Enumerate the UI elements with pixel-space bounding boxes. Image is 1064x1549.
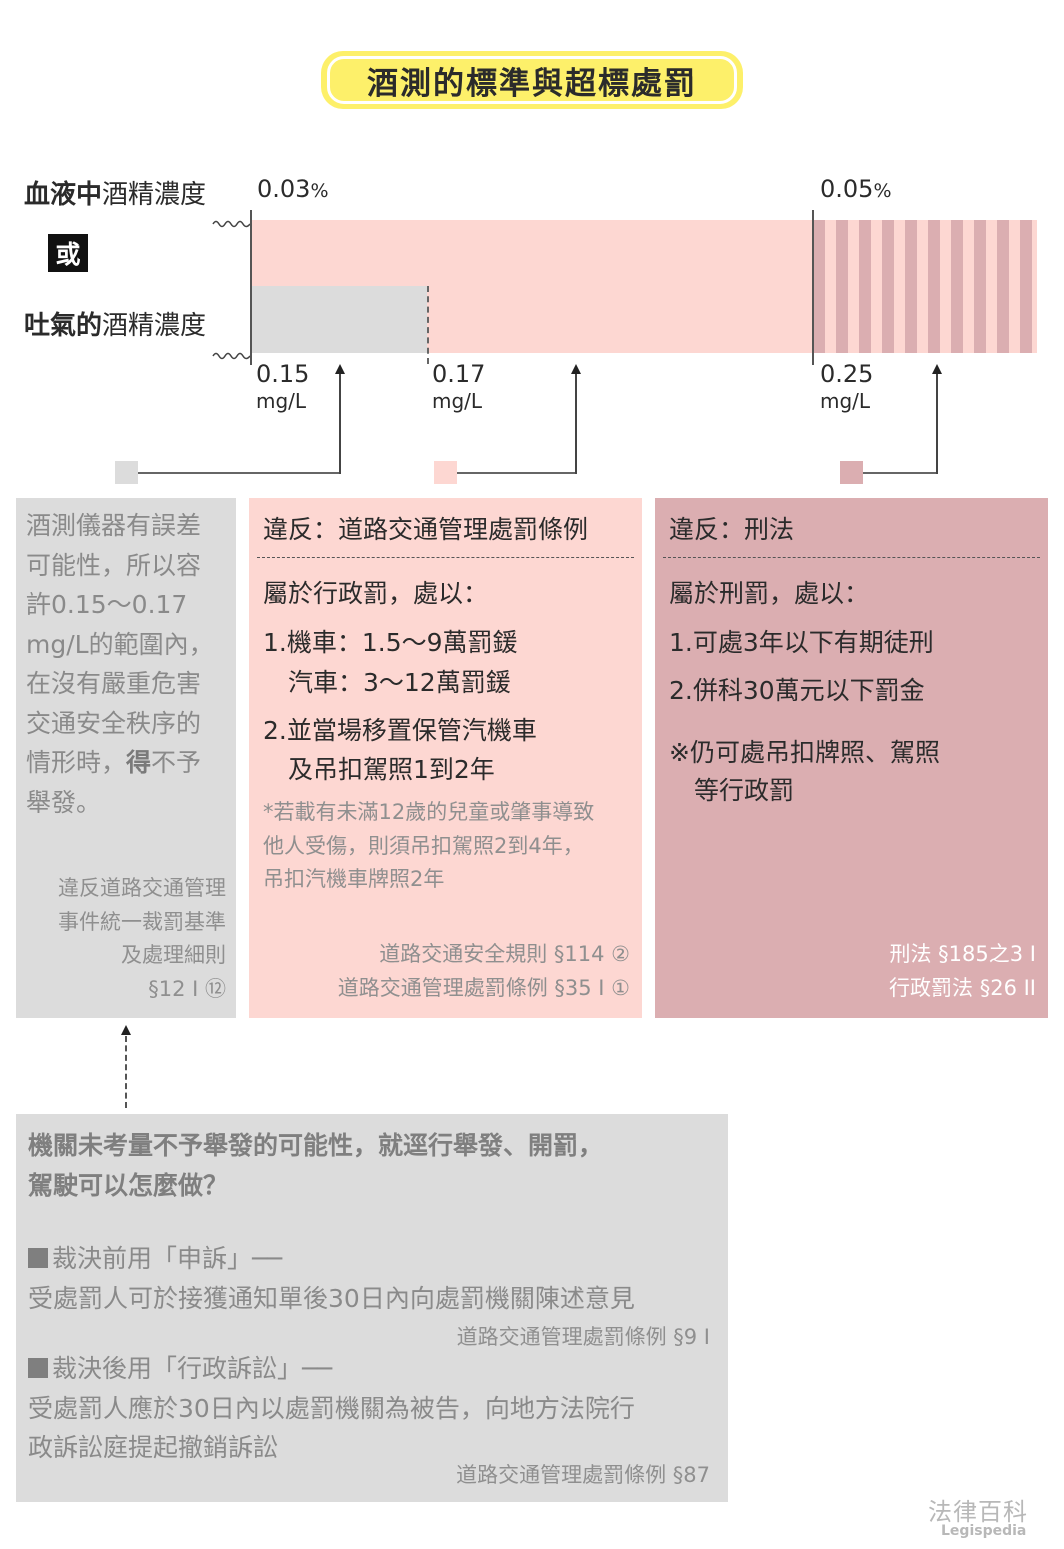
tick-0.15-mgl: 0.15 mg/L — [256, 360, 310, 413]
administrative-penalty-panel: 違反：道路交通管理處罰條例 屬於行政罰，處以： 1.機車：1.5～9萬罰鍰 汽車… — [249, 498, 642, 1018]
admin-item: 2.並當場移置保管汽機車 — [263, 716, 537, 745]
tolerance-range-bar — [251, 286, 427, 353]
arrow-up-icon — [571, 364, 581, 374]
dashed-connector — [125, 1036, 127, 1108]
logo-chinese: 法律百科 — [928, 1498, 1028, 1526]
admin-intro: 屬於行政罰，處以： — [263, 579, 489, 608]
admin-footnote: *若載有未滿12歲的兒童或肇事導致 他人受傷，則須吊扣駕照2到4年， 吊扣汽機車… — [263, 800, 595, 891]
page-title: 酒測的標準與超標處罰 — [327, 56, 737, 104]
section-complaint-reference: 道路交通管理處罰條例 §9 I — [456, 1325, 710, 1349]
tick-0.05-percent: 0.05% — [820, 175, 892, 203]
threshold-line-003 — [250, 210, 252, 365]
admin-legal-reference: 道路交通安全規則 §114 ② 道路交通管理處罰條例 §35 I ① — [337, 942, 630, 1000]
square-bullet-icon — [28, 1248, 48, 1268]
criminal-legal-reference: 刑法 §185之3 I 行政罰法 §26 II — [889, 942, 1036, 1000]
axis-break-icon — [212, 220, 251, 228]
criminal-penalty-panel: 違反：刑法 屬於刑罰，處以： 1.可處3年以下有期徒刑 2.併科30萬元以下罰金… — [655, 498, 1048, 1018]
section-complaint-body: 受處罰人可於接獲通知單後30日內向處罰機關陳述意見 — [28, 1284, 635, 1313]
section-complaint-title: 裁決前用「申訴」── — [28, 1239, 282, 1275]
legend-administrative-swatch — [434, 461, 457, 484]
legend-criminal-swatch — [840, 461, 863, 484]
section-litigation-body: 政訴訟庭提起撤銷訴訟 — [28, 1433, 279, 1462]
section-litigation-body: 受處罰人應於30日內以處罰機關為被告，向地方法院行 — [28, 1394, 635, 1423]
threshold-line-017 — [427, 286, 429, 364]
tick-0.17-mgl: 0.17 mg/L — [432, 360, 486, 413]
tolerance-description: 酒測儀器有誤差 可能性，所以容 許0.15～0.17 mg/L的範圍內， 在沒有… — [26, 511, 214, 817]
criminal-item: 1.可處3年以下有期徒刑 — [669, 628, 934, 657]
arrow-up-icon — [121, 1025, 131, 1035]
admin-panel-heading: 違反：道路交通管理處罰條例 — [263, 515, 589, 544]
tolerance-legal-reference: 違反道路交通管理 事件統一裁罰基準 及處理細則 §12 I ⑫ — [58, 876, 226, 1001]
arrow-up-icon — [932, 364, 942, 374]
connector-line — [339, 372, 341, 474]
legend-tolerance-swatch — [115, 461, 138, 484]
connector-line — [457, 472, 576, 474]
admin-item: 及吊扣駕照1到2年 — [263, 755, 495, 784]
dashed-divider — [663, 557, 1040, 558]
breath-label-rest: 酒精濃度 — [102, 311, 207, 341]
criminal-panel-heading: 違反：刑法 — [669, 515, 795, 544]
blood-label-bold: 血液中 — [24, 180, 103, 210]
section-litigation-reference: 道路交通管理處罰條例 §87 — [456, 1463, 710, 1487]
connector-line — [138, 472, 340, 474]
criminal-range-bar — [813, 220, 1037, 353]
title-banner: 酒測的標準與超標處罰 — [321, 51, 743, 109]
criminal-item: 2.併科30萬元以下罰金 — [669, 676, 925, 705]
tick-0.03-percent: 0.03% — [257, 175, 329, 203]
admin-item: 1.機車：1.5～9萬罰鍰 — [263, 628, 518, 657]
arrow-up-icon — [335, 364, 345, 374]
square-bullet-icon — [28, 1358, 48, 1378]
blood-label-rest: 酒精濃度 — [102, 180, 207, 210]
connector-line — [936, 372, 938, 474]
blood-alcohol-label: 血液中酒精濃度 — [24, 174, 206, 211]
connector-line — [863, 472, 937, 474]
breath-alcohol-label: 吐氣的酒精濃度 — [24, 305, 206, 342]
connector-line — [575, 372, 577, 474]
section-litigation-title: 裁決後用「行政訴訟」── — [28, 1349, 332, 1385]
appeal-question: 機關未考量不予舉發的可能性，就逕行舉發、開罰， 駕駛可以怎麼做？ — [28, 1131, 604, 1200]
threshold-line-005 — [812, 210, 814, 365]
criminal-intro: 屬於刑罰，處以： — [669, 579, 870, 608]
tick-0.25-mgl: 0.25 mg/L — [820, 360, 874, 413]
criminal-item: ※仍可處吊扣牌照、駕照 — [669, 738, 940, 767]
criminal-item: 等行政罰 — [669, 776, 795, 805]
dashed-divider — [257, 557, 634, 558]
appeal-info-box: 機關未考量不予舉發的可能性，就逕行舉發、開罰， 駕駛可以怎麼做？ 裁決前用「申訴… — [16, 1114, 728, 1502]
or-badge: 或 — [48, 234, 88, 272]
tolerance-panel: 酒測儀器有誤差 可能性，所以容 許0.15～0.17 mg/L的範圍內， 在沒有… — [16, 498, 236, 1018]
logo-english: Legispedia — [941, 1523, 1027, 1539]
breath-label-bold: 吐氣的 — [24, 311, 103, 341]
admin-item: 汽車：3～12萬罰鍰 — [263, 668, 511, 697]
axis-break-icon — [212, 352, 251, 360]
